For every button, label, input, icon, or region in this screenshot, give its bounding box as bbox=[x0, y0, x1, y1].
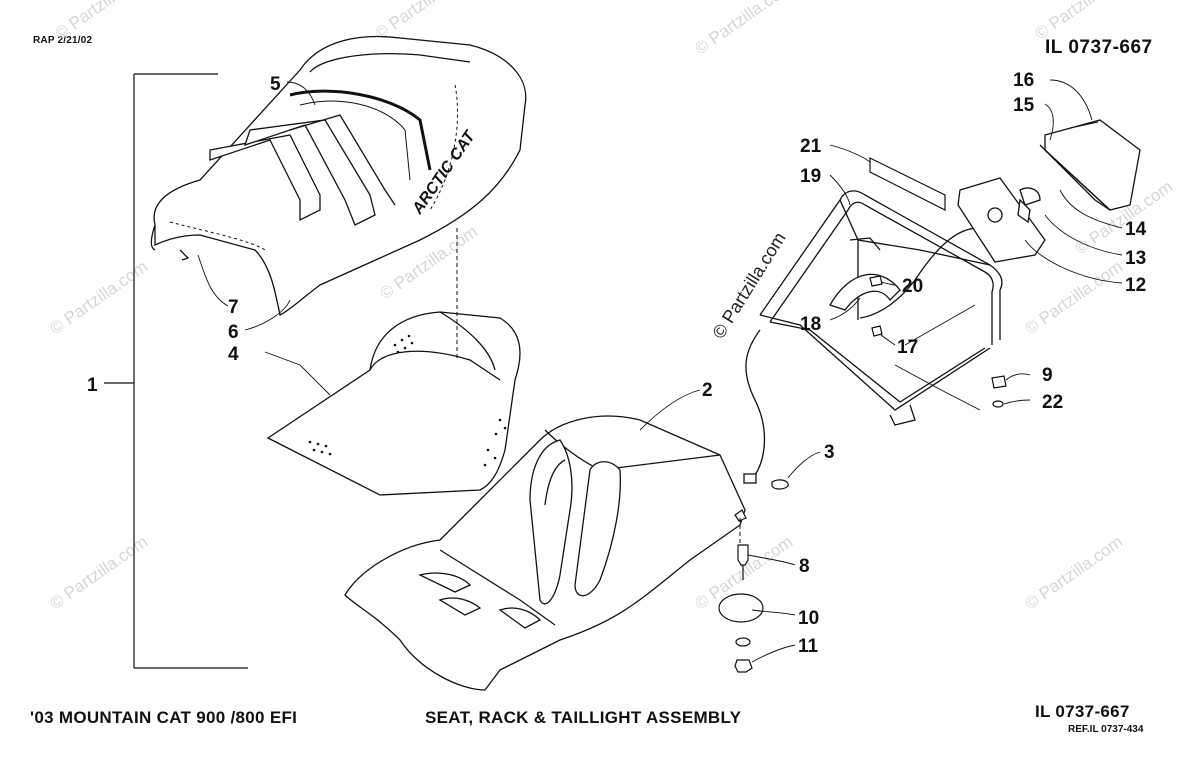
rack bbox=[743, 190, 1003, 484]
watermark-main: © Partzilla.com bbox=[708, 229, 789, 342]
callout-9: 9 bbox=[1042, 365, 1053, 386]
callout-14: 14 bbox=[1125, 219, 1147, 240]
callout-15: 15 bbox=[1013, 95, 1035, 116]
watermark: © Partzilla.com bbox=[1031, 0, 1136, 43]
callout-labels: 1 2 3 4 5 6 7 8 9 10 11 12 13 14 15 16 1… bbox=[87, 70, 1147, 657]
seat-base bbox=[344, 415, 746, 691]
watermark: © Partzilla.com bbox=[1021, 532, 1126, 613]
callout-5: 5 bbox=[270, 74, 281, 95]
callout-20: 20 bbox=[902, 276, 923, 297]
callout-11: 11 bbox=[798, 636, 819, 657]
seat-foam bbox=[266, 311, 521, 496]
watermark: © Partzilla.com bbox=[51, 0, 156, 43]
callout-21: 21 bbox=[800, 136, 822, 157]
model-name: '03 MOUNTAIN CAT 900 /800 EFI bbox=[30, 708, 298, 727]
callout-22: 22 bbox=[1042, 392, 1063, 413]
callout-2: 2 bbox=[702, 380, 713, 401]
taillight bbox=[957, 119, 1141, 263]
reference-number: REF.IL 0737-434 bbox=[1068, 724, 1144, 735]
callout-19: 19 bbox=[800, 166, 821, 187]
watermark: © Partzilla.com bbox=[46, 257, 151, 338]
hardware bbox=[718, 157, 1007, 673]
callout-18: 18 bbox=[800, 314, 821, 335]
seat-cover bbox=[150, 35, 527, 316]
callout-4: 4 bbox=[228, 344, 239, 365]
callout-6: 6 bbox=[228, 322, 239, 343]
watermark: © Partzilla.com bbox=[1021, 257, 1126, 338]
watermark: © Partzilla.com bbox=[46, 532, 151, 613]
callout-8: 8 bbox=[799, 556, 810, 577]
bracket-part-1 bbox=[104, 73, 248, 669]
assembly-title: SEAT, RACK & TAILLIGHT ASSEMBLY bbox=[425, 708, 742, 727]
callout-16: 16 bbox=[1013, 70, 1034, 91]
callout-13: 13 bbox=[1125, 248, 1146, 269]
leader-lines bbox=[197, 79, 1123, 663]
callout-10: 10 bbox=[798, 608, 819, 629]
date-code: RAP 2/21/02 bbox=[33, 35, 93, 46]
callout-1: 1 bbox=[87, 375, 98, 396]
illustration-number-top: IL 0737-667 bbox=[1045, 37, 1153, 58]
callout-7: 7 bbox=[228, 297, 239, 318]
callout-17: 17 bbox=[897, 337, 918, 358]
callout-12: 12 bbox=[1125, 275, 1146, 296]
watermark: © Partzilla.com bbox=[691, 0, 796, 58]
illustration-number-bottom: IL 0737-667 bbox=[1035, 702, 1130, 721]
callout-3: 3 bbox=[824, 442, 835, 463]
